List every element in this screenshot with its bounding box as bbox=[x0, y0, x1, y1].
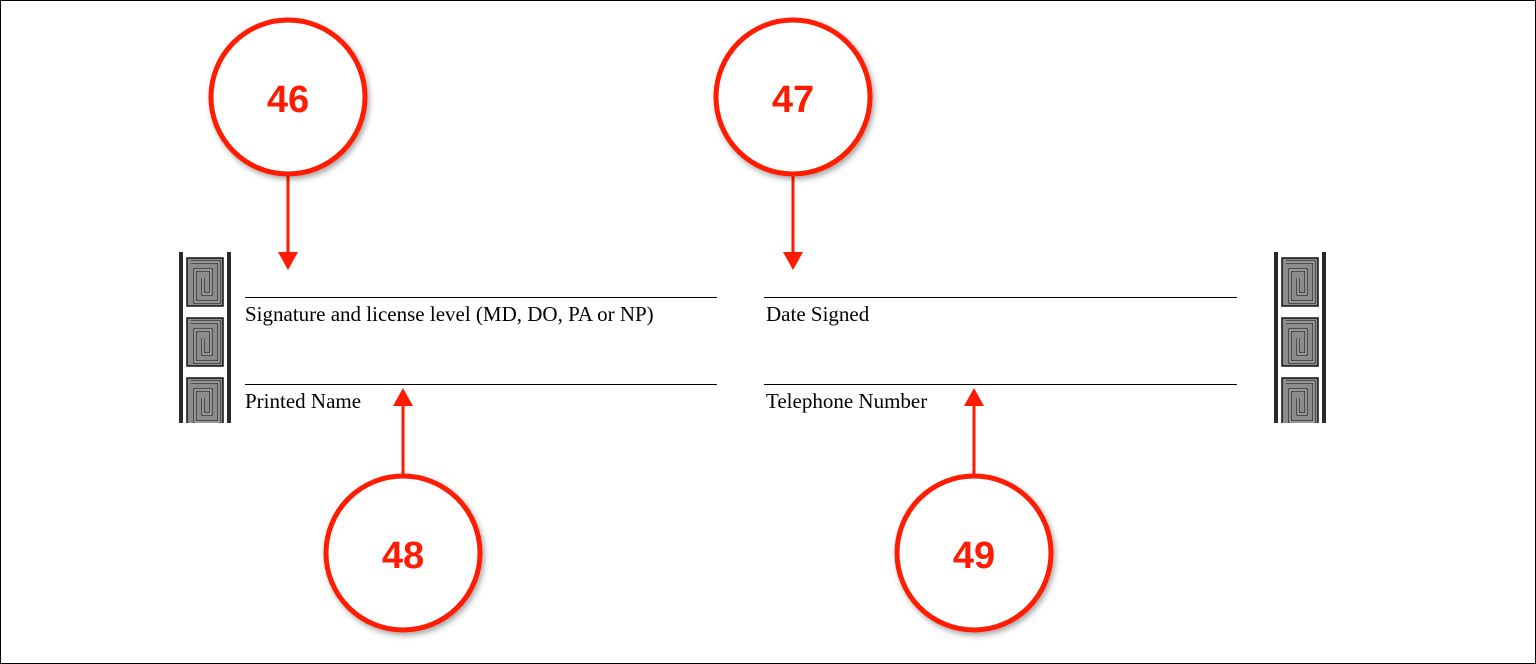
date-signed-line[interactable] bbox=[764, 297, 1237, 298]
signature-label: Signature and license level (MD, DO, PA … bbox=[245, 302, 654, 326]
greek-key-border-left-icon bbox=[177, 252, 233, 423]
printed-name-line[interactable] bbox=[245, 384, 717, 385]
signature-line[interactable] bbox=[245, 297, 717, 298]
date-signed-label: Date Signed bbox=[766, 302, 870, 326]
telephone-line[interactable] bbox=[764, 384, 1237, 385]
greek-key-border-right-icon bbox=[1272, 252, 1328, 423]
printed-name-label: Printed Name bbox=[245, 389, 362, 413]
telephone-label: Telephone Number bbox=[766, 389, 928, 413]
